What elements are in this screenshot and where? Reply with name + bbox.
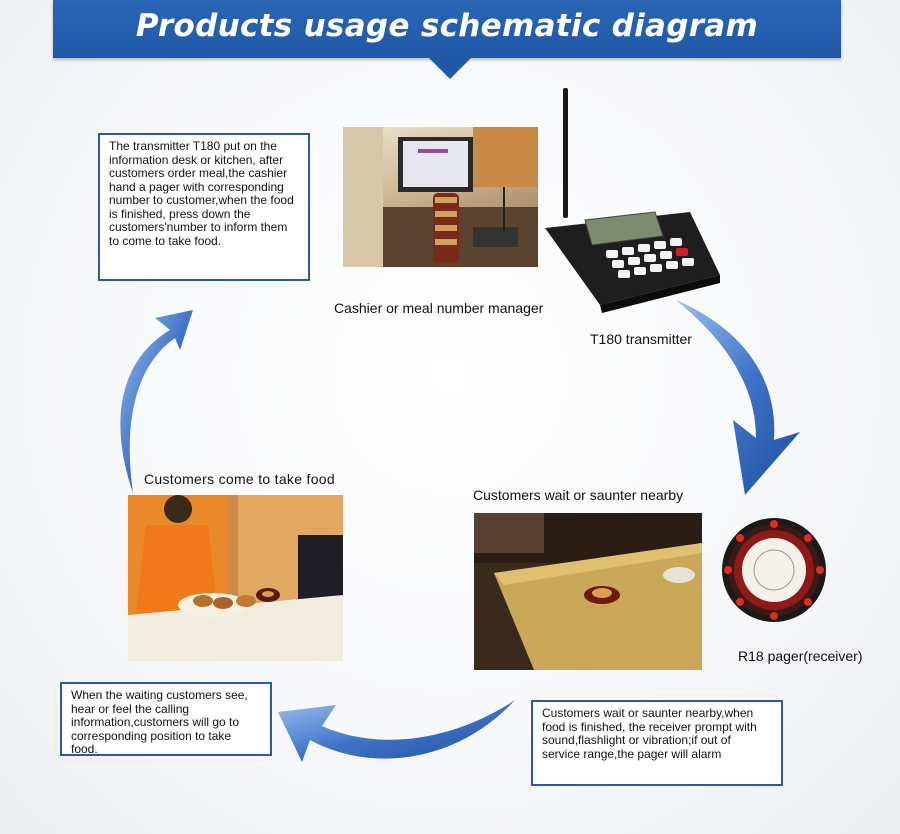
pager-caption: R18 pager(receiver) [738, 648, 863, 664]
transmitter-note: The transmitter T180 put on the informat… [98, 133, 310, 281]
take-food-caption: Customers come to take food [144, 471, 335, 487]
wait-photo [474, 513, 702, 670]
wait-note: Customers wait or saunter nearby,when fo… [531, 700, 783, 786]
page-title: Products usage schematic diagram [135, 8, 759, 44]
cashier-caption: Cashier or meal number manager [334, 300, 544, 316]
arrow-to-customers [278, 700, 515, 762]
take-food-note: When the waiting customers see, hear or … [60, 682, 272, 756]
arrow-to-transmitter [120, 310, 193, 493]
cashier-photo [343, 127, 538, 267]
take-food-photo [128, 495, 343, 661]
transmitter-caption: T180 transmitter [590, 331, 692, 347]
banner-pointer [428, 57, 472, 79]
arrow-to-pager [676, 300, 800, 495]
wait-caption: Customers wait or saunter nearby [473, 487, 684, 503]
header-banner: Products usage schematic diagram [53, 0, 841, 58]
